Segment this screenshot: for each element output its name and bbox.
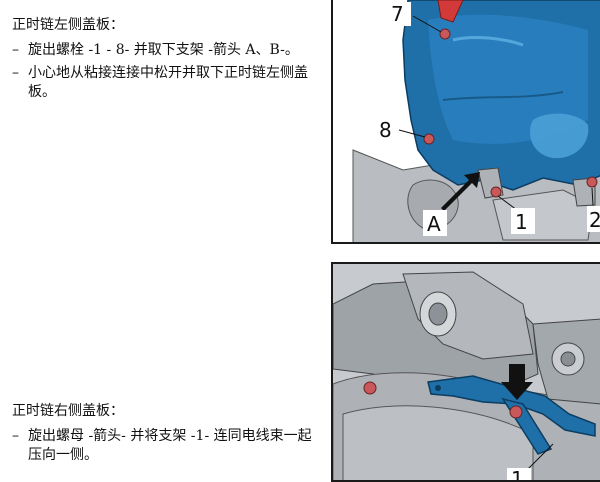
right-cover-illustration: 1 xyxy=(331,262,600,482)
arrow-a-icon xyxy=(441,172,480,211)
arrow-down-icon xyxy=(501,364,533,400)
callout-2: 2 xyxy=(589,208,600,232)
left-cover-step-1: – 旋出螺栓 -1 - 8- 并取下支架 -箭头 A、B-。 xyxy=(12,41,312,60)
left-cover-heading: 正时链左侧盖板： xyxy=(12,17,124,33)
bolt-2 xyxy=(586,176,598,188)
step-dash: – xyxy=(12,428,19,444)
step-text: 旋出螺栓 -1 - 8- 并取下支架 -箭头 A、B-。 xyxy=(28,42,299,58)
step-dash: – xyxy=(12,65,19,81)
callout-1: 1 xyxy=(515,210,528,234)
callout-7: 7 xyxy=(391,2,404,26)
right-cover-step-1: – 旋出螺母 -箭头- 并将支架 -1- 连同电线束一起压向一侧。 xyxy=(12,427,312,465)
bolt-7 xyxy=(439,28,451,40)
left-cover-drawing: 7 8 A 1 2 xyxy=(333,0,600,242)
callout-1-bottom: 1 xyxy=(511,467,524,482)
bolt-1 xyxy=(490,186,502,198)
right-cover-drawing: 1 xyxy=(333,264,600,482)
callout-a: A xyxy=(427,212,441,236)
left-cover-instructions: 正时链左侧盖板： – 旋出螺栓 -1 - 8- 并取下支架 -箭头 A、B-。 … xyxy=(12,16,312,106)
right-cover-heading: 正时链右侧盖板： xyxy=(12,403,124,419)
bolt-8 xyxy=(423,133,435,145)
left-cover-step-2: – 小心地从粘接连接中松开并取下正时链左侧盖板。 xyxy=(12,64,312,102)
nut-arrow xyxy=(509,405,523,419)
right-cover-instructions: 正时链右侧盖板： – 旋出螺母 -箭头- 并将支架 -1- 连同电线束一起压向一… xyxy=(12,402,312,469)
left-cover-illustration: 7 8 A 1 2 xyxy=(331,0,600,244)
step-dash: – xyxy=(12,42,19,58)
bolt-left xyxy=(363,381,377,395)
step-text: 小心地从粘接连接中松开并取下正时链左侧盖板。 xyxy=(28,65,308,100)
callout-8: 8 xyxy=(379,118,392,142)
step-text: 旋出螺母 -箭头- 并将支架 -1- 连同电线束一起压向一侧。 xyxy=(28,428,312,463)
